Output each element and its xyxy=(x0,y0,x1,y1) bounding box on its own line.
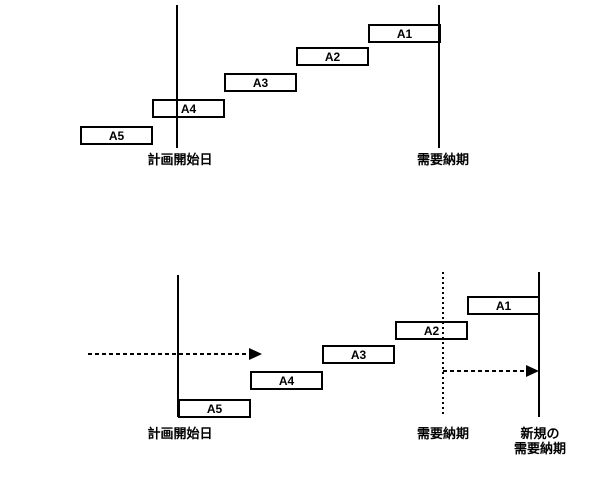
plan-shift-arrow-line xyxy=(88,353,249,355)
task-label: A1 xyxy=(495,298,512,313)
top-due-date-line xyxy=(438,5,440,148)
task-label: A3 xyxy=(350,347,367,362)
plan-shift-arrow-head xyxy=(249,348,262,360)
due-shift-arrow-head xyxy=(526,365,539,377)
task-label: A4 xyxy=(278,373,295,388)
new-due-date-label-line2: 需要納期 xyxy=(513,441,566,456)
task-label: A1 xyxy=(396,26,413,41)
bottom-new-due-date-label: 新規の 需要納期 xyxy=(480,426,600,456)
top-task-bar-a4: A4 xyxy=(152,99,225,118)
task-label: A2 xyxy=(423,323,440,338)
top-plan-start-line xyxy=(176,5,178,148)
bottom-task-bar-a3: A3 xyxy=(322,345,395,364)
bottom-due-date-label: 需要納期 xyxy=(416,426,469,441)
top-plan-start-label: 計画開始日 xyxy=(147,152,213,167)
task-label: A4 xyxy=(180,101,197,116)
task-label: A5 xyxy=(206,401,223,416)
top-due-date-label: 需要納期 xyxy=(416,152,469,167)
bottom-plan-start-line xyxy=(177,275,179,417)
bottom-task-bar-a4: A4 xyxy=(250,371,323,390)
bottom-old-due-date-line xyxy=(442,272,444,417)
top-task-bar-a1: A1 xyxy=(368,24,441,43)
top-task-bar-a3: A3 xyxy=(224,73,297,92)
new-due-date-label-line1: 新規の xyxy=(520,426,560,441)
bottom-plan-start-label: 計画開始日 xyxy=(147,426,213,441)
bottom-task-bar-a5: A5 xyxy=(178,399,251,418)
bottom-new-due-date-line xyxy=(538,272,540,417)
bottom-task-bar-a2: A2 xyxy=(395,321,468,340)
task-label: A3 xyxy=(252,75,269,90)
task-label: A5 xyxy=(108,128,125,143)
bottom-task-bar-a1: A1 xyxy=(467,296,540,315)
task-label: A2 xyxy=(324,49,341,64)
top-task-bar-a2: A2 xyxy=(296,47,369,66)
top-task-bar-a5: A5 xyxy=(80,126,153,145)
due-shift-arrow-line xyxy=(443,370,526,372)
